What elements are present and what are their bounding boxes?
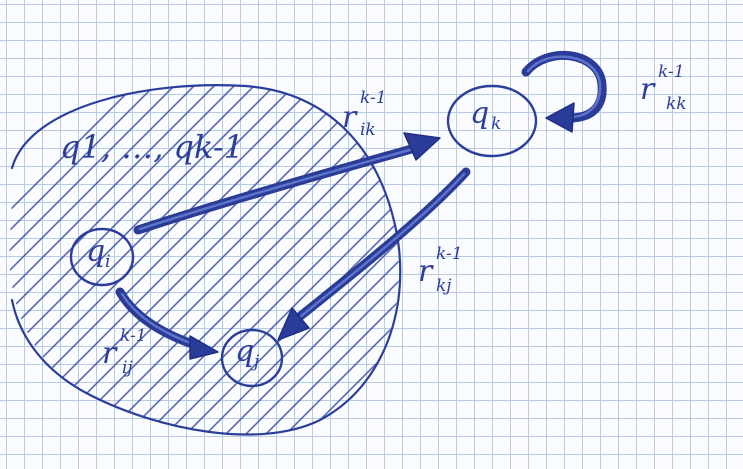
hatch-line — [9, 85, 141, 434]
hatch-line — [9, 85, 281, 434]
hatch-line — [9, 85, 241, 434]
hatch-line — [9, 85, 221, 434]
hatch-line — [279, 85, 399, 434]
hatch-line — [199, 85, 399, 434]
hatch-line — [179, 85, 399, 434]
hatch-line — [119, 85, 399, 434]
hatch-line — [420, 80, 743, 460]
arrow-qk-self-loop — [521, 51, 607, 133]
arrow-qi-to-qk — [133, 132, 441, 235]
hatch-line — [219, 85, 399, 434]
hatch-line — [159, 85, 399, 434]
hatch-line — [9, 85, 161, 434]
hatch-line — [9, 85, 181, 434]
hatch-line — [9, 85, 261, 434]
node-qj-circle — [220, 328, 284, 388]
hatch-line — [460, 80, 743, 460]
hatch-line — [139, 85, 399, 434]
set-label: q1, …, qk-1 — [60, 128, 245, 166]
hatch-line — [520, 80, 743, 460]
arrow-qk-to-qj — [277, 167, 471, 341]
node-qk-circle — [446, 84, 538, 158]
hatch-line — [319, 85, 399, 434]
hatch-line — [480, 80, 743, 460]
hatch-line — [440, 80, 743, 460]
set-boundary — [10, 84, 402, 436]
hatch-line — [239, 85, 399, 434]
hatch-line — [540, 80, 743, 460]
hatch-line — [259, 85, 399, 434]
hatch-line — [500, 80, 743, 460]
hatch-line — [9, 85, 301, 434]
hatch-line — [99, 85, 399, 434]
node-qi-circle — [69, 227, 135, 287]
arrow-qi-to-qj — [115, 287, 219, 360]
